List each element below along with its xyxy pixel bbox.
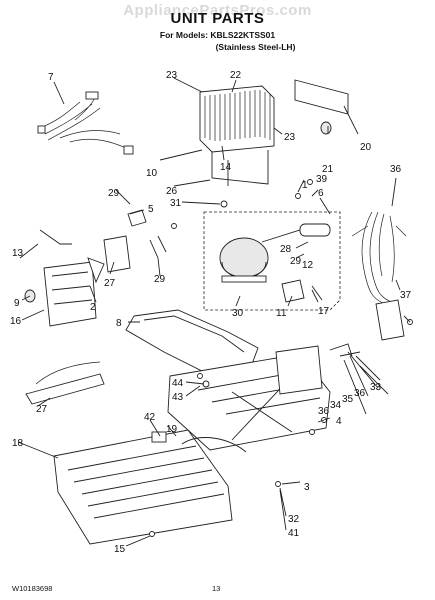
callout-24: 27 bbox=[104, 278, 116, 289]
callout-26: 27 bbox=[36, 404, 48, 415]
right-harness bbox=[351, 211, 407, 305]
callout-20: 20 bbox=[360, 142, 372, 153]
callout-15: 15 bbox=[114, 544, 126, 555]
callout-25: 26 bbox=[166, 186, 178, 197]
callout-42: 42 bbox=[144, 412, 156, 423]
watermark: AppliancePartsPros.com bbox=[123, 2, 312, 19]
callout-17: 17 bbox=[318, 306, 330, 317]
page-number: 13 bbox=[212, 584, 221, 593]
model-line: For Models: KBLS22KTSS01 bbox=[159, 30, 276, 40]
callout-21: 21 bbox=[322, 164, 334, 175]
callout-labels: 7 23 22 23 10 14 26 20 21 36 1 39 6 29 5… bbox=[10, 70, 412, 555]
callout-44: 44 bbox=[172, 378, 184, 389]
callout-29b: 29 bbox=[154, 274, 166, 285]
screw-icon bbox=[220, 200, 228, 208]
callout-43: 43 bbox=[172, 392, 184, 403]
callout-29a: 29 bbox=[108, 188, 120, 199]
callout-6: 6 bbox=[318, 188, 324, 199]
condenser-icon bbox=[199, 85, 275, 186]
callout-9: 9 bbox=[14, 298, 20, 309]
grommet-part bbox=[320, 121, 332, 135]
callout-23b: 23 bbox=[284, 132, 296, 143]
page-title: UNIT PARTS bbox=[170, 10, 265, 27]
callout-4: 4 bbox=[336, 416, 342, 427]
callout-18: 18 bbox=[12, 438, 24, 449]
callout-39: 37 bbox=[400, 290, 412, 301]
compressor-icon bbox=[219, 223, 331, 303]
callout-40: 39 bbox=[316, 174, 328, 185]
callout-27: 28 bbox=[280, 244, 292, 255]
fan-shroud-icon bbox=[24, 261, 97, 327]
callout-13: 13 bbox=[12, 248, 24, 259]
callout-19: 19 bbox=[166, 424, 178, 435]
callout-1: 1 bbox=[302, 180, 308, 191]
callout-8: 8 bbox=[116, 318, 122, 329]
callout-12: 12 bbox=[302, 260, 314, 271]
callout-36: 36 bbox=[318, 406, 330, 417]
model-variant: (Stainless Steel-LH) bbox=[215, 42, 296, 52]
callout-2: 2 bbox=[90, 302, 96, 313]
callout-31: 31 bbox=[170, 198, 182, 209]
callout-38: 36 bbox=[390, 164, 402, 175]
callout-11: 11 bbox=[276, 308, 287, 319]
tube-part bbox=[39, 229, 72, 245]
callout-16: 16 bbox=[10, 316, 22, 327]
callout-22: 22 bbox=[230, 70, 242, 81]
callout-28: 29 bbox=[290, 256, 302, 267]
callout-37: 36 bbox=[354, 388, 366, 399]
wire-harness-icon bbox=[37, 91, 134, 155]
callout-7: 7 bbox=[48, 72, 54, 83]
callout-14: 14 bbox=[220, 162, 232, 173]
callout-3: 3 bbox=[304, 482, 310, 493]
drain-pan-icon bbox=[125, 309, 259, 373]
callout-23: 23 bbox=[166, 70, 178, 81]
bracket-icon bbox=[294, 79, 349, 115]
doc-number: W10183698 bbox=[12, 584, 53, 593]
callout-5: 5 bbox=[148, 204, 154, 215]
callout-30: 30 bbox=[232, 308, 244, 319]
callout-34: 34 bbox=[330, 400, 342, 411]
callout-32: 32 bbox=[288, 514, 300, 525]
callout-10: 10 bbox=[146, 168, 158, 179]
callout-33: 33 bbox=[370, 382, 382, 393]
callout-35: 35 bbox=[342, 394, 354, 405]
callout-41: 41 bbox=[288, 528, 300, 539]
